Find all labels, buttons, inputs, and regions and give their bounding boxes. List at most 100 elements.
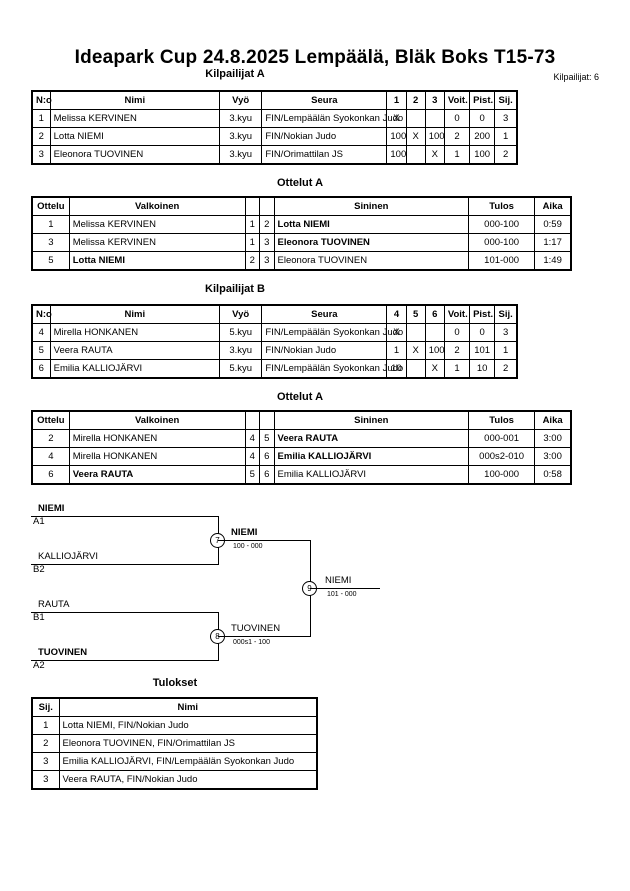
table-row: 6 Emilia KALLIOJÄRVI 5.kyu FIN/Lempäälän… bbox=[31, 359, 518, 379]
cell: 2 bbox=[494, 359, 518, 379]
results-table: Sij. Nimi 1 Lotta NIEMI, FIN/Nokian Judo… bbox=[31, 697, 318, 790]
cell: Eleonora TUOVINEN, FIN/Orimattilan JS bbox=[58, 734, 318, 753]
cell: 5 bbox=[244, 465, 261, 485]
col-club: Seura bbox=[261, 304, 388, 324]
cell: Mirella HONKANEN bbox=[49, 323, 221, 342]
col-white-no bbox=[244, 196, 261, 216]
cell: 100 bbox=[424, 127, 445, 146]
pool-b-heading: Kilpailijat B bbox=[205, 283, 265, 295]
cell: Mirella HONKANEN bbox=[68, 429, 246, 448]
cell: 6 bbox=[259, 447, 275, 466]
col-wins: Voit. bbox=[443, 304, 471, 324]
cell: 0:59 bbox=[534, 215, 572, 234]
col-points: Pist. bbox=[469, 90, 496, 110]
cell: 2 bbox=[259, 215, 275, 234]
cell bbox=[424, 109, 445, 128]
col-rank: Sij. bbox=[494, 90, 518, 110]
bracket-line bbox=[31, 564, 218, 565]
col-result: Tulos bbox=[468, 410, 536, 430]
cell: 0:58 bbox=[534, 465, 572, 485]
cell bbox=[405, 323, 426, 342]
cell: 1 bbox=[31, 215, 70, 234]
cell: FIN/Lempäälän Syokonkan Judo bbox=[261, 323, 403, 342]
col-rank: Sij. bbox=[494, 304, 518, 324]
cell: 3 bbox=[259, 251, 275, 271]
col-blue: Sininen bbox=[273, 196, 470, 216]
bracket-m7-winner: NIEMI bbox=[231, 527, 258, 538]
bracket-m9-winner: NIEMI bbox=[325, 575, 352, 586]
pool-a-table: N:o Nimi Vyö Seura 1 2 3 Voit. Pist. Sij… bbox=[31, 90, 518, 165]
col-result: Tulos bbox=[468, 196, 536, 216]
col-vs-2: 2 bbox=[405, 90, 426, 110]
cell: 4 bbox=[244, 447, 261, 466]
cell: 101-000 bbox=[468, 251, 536, 271]
cell: 2 bbox=[244, 251, 261, 271]
cell: 100-000 bbox=[468, 465, 536, 485]
cell: X bbox=[405, 127, 426, 146]
col-vs-5: 5 bbox=[405, 304, 426, 324]
col-points: Pist. bbox=[469, 304, 496, 324]
col-name: Nimi bbox=[49, 304, 221, 324]
cell: 1 bbox=[244, 215, 261, 234]
bracket-m7-score: 100 - 000 bbox=[233, 543, 263, 550]
cell: 2 bbox=[494, 145, 518, 165]
cell: 1 bbox=[443, 145, 471, 165]
cell: Lotta NIEMI bbox=[68, 251, 246, 271]
pool-a-heading: Kilpailijat A bbox=[205, 68, 265, 80]
table-row: 3 Emilia KALLIOJÄRVI, FIN/Lempäälän Syok… bbox=[31, 752, 318, 771]
cell: Emilia KALLIOJÄRVI bbox=[273, 465, 470, 485]
cell: 3.kyu bbox=[219, 109, 263, 128]
cell: 100 bbox=[424, 341, 445, 360]
bracket-p3-name: RAUTA bbox=[38, 599, 70, 610]
table-row: 3 Melissa KERVINEN 1 3 Eleonora TUOVINEN… bbox=[31, 233, 572, 252]
cell: 1 bbox=[494, 127, 518, 146]
col-belt: Vyö bbox=[219, 304, 263, 324]
bracket-p2-seed: B2 bbox=[33, 564, 45, 575]
cell: 3 bbox=[31, 145, 51, 165]
cell: 3 bbox=[31, 752, 60, 771]
cell: 3.kyu bbox=[219, 145, 263, 165]
cell: 3 bbox=[31, 233, 70, 252]
cell: Eleonora TUOVINEN bbox=[273, 233, 470, 252]
bracket-p2-name: KALLIOJÄRVI bbox=[38, 551, 99, 562]
cell: 200 bbox=[469, 127, 496, 146]
cell: 100 bbox=[386, 145, 407, 165]
cell: 5 bbox=[259, 429, 275, 448]
table-row: 2 Mirella HONKANEN 4 5 Veera RAUTA 000-0… bbox=[31, 429, 572, 448]
bracket-m8-winner: TUOVINEN bbox=[231, 623, 281, 634]
cell: 3:00 bbox=[534, 429, 572, 448]
bracket-p1-seed: A1 bbox=[33, 516, 45, 527]
cell: Emilia KALLIOJÄRVI, FIN/Lempäälän Syokon… bbox=[58, 752, 318, 771]
col-white-no bbox=[244, 410, 261, 430]
cell: 5 bbox=[31, 251, 70, 271]
table-row: 3 Eleonora TUOVINEN 3.kyu FIN/Orimattila… bbox=[31, 145, 518, 165]
col-vs-6: 6 bbox=[424, 304, 445, 324]
cell: Emilia KALLIOJÄRVI bbox=[273, 447, 470, 466]
bracket-line bbox=[218, 540, 310, 541]
col-blue-no bbox=[259, 196, 275, 216]
col-blue: Sininen bbox=[273, 410, 470, 430]
cell: Lotta NIEMI bbox=[273, 215, 470, 234]
cell: 1 bbox=[494, 341, 518, 360]
cell: Mirella HONKANEN bbox=[68, 447, 246, 466]
cell: Melissa KERVINEN bbox=[68, 233, 246, 252]
cell: 3 bbox=[494, 323, 518, 342]
col-white: Valkoinen bbox=[68, 410, 246, 430]
cell: Veera RAUTA bbox=[68, 465, 246, 485]
cell: 4 bbox=[244, 429, 261, 448]
col-no: N:o bbox=[31, 304, 52, 324]
cell: FIN/Orimattilan JS bbox=[261, 145, 388, 165]
cell: 000s2-010 bbox=[468, 447, 536, 466]
cell: 000-100 bbox=[468, 233, 536, 252]
col-name: Nimi bbox=[49, 90, 221, 110]
matches-b-heading: Ottelut A bbox=[276, 391, 324, 403]
table-row: 5 Veera RAUTA 3.kyu FIN/Nokian Judo 1 X … bbox=[31, 341, 518, 360]
cell: 1:49 bbox=[534, 251, 572, 271]
cell bbox=[424, 323, 445, 342]
cell: 5.kyu bbox=[219, 359, 263, 379]
col-no: N:o bbox=[31, 90, 52, 110]
bracket-m9-score: 101 - 000 bbox=[327, 591, 357, 598]
cell: Lotta NIEMI bbox=[49, 127, 221, 146]
cell: 0 bbox=[443, 323, 471, 342]
cell: 5.kyu bbox=[219, 323, 263, 342]
